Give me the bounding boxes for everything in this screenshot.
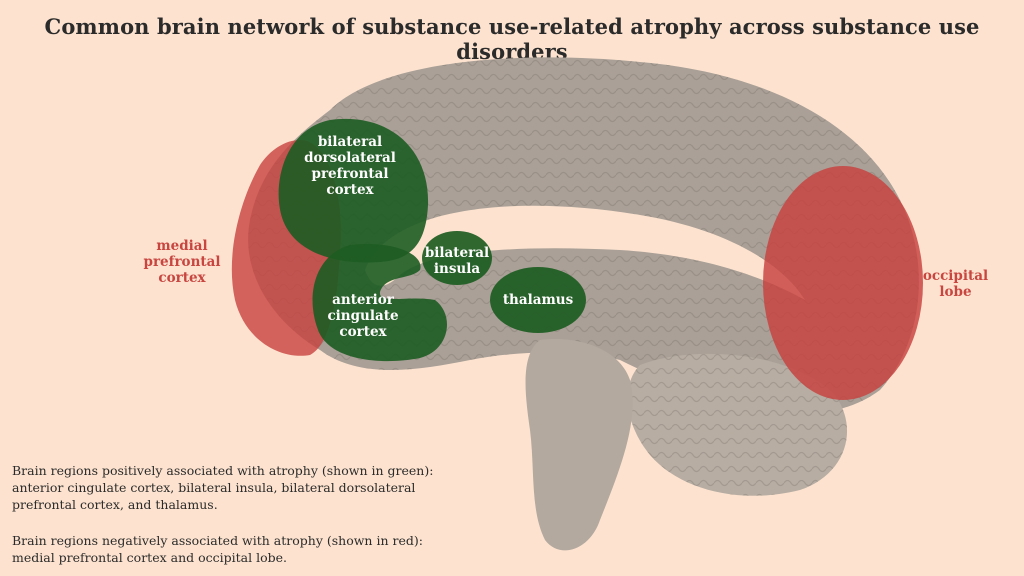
dlpfc-region	[278, 118, 429, 263]
occipital-lobe-region	[763, 166, 923, 400]
thalamus-label: thalamus	[502, 292, 574, 308]
acc-label: anterior cingulate cortex	[327, 292, 399, 340]
thalamus-region	[490, 267, 586, 333]
brain-stem	[525, 339, 633, 551]
caption-negative: Brain regions negatively associated with…	[12, 533, 423, 565]
dlpfc-label: bilateral dorsolateral prefrontal cortex	[304, 134, 396, 198]
corpus-callosum	[365, 205, 805, 300]
insula-label: bilateral insula	[424, 245, 490, 277]
occipital-label: occipital lobe	[922, 268, 989, 300]
acc-region	[312, 244, 447, 362]
caption-positive: Brain regions positively associated with…	[12, 463, 434, 512]
insula-region	[422, 231, 492, 285]
page-title: Common brain network of substance use-re…	[44, 14, 980, 64]
mpfc-label: medial prefrontal cortex	[143, 238, 221, 286]
